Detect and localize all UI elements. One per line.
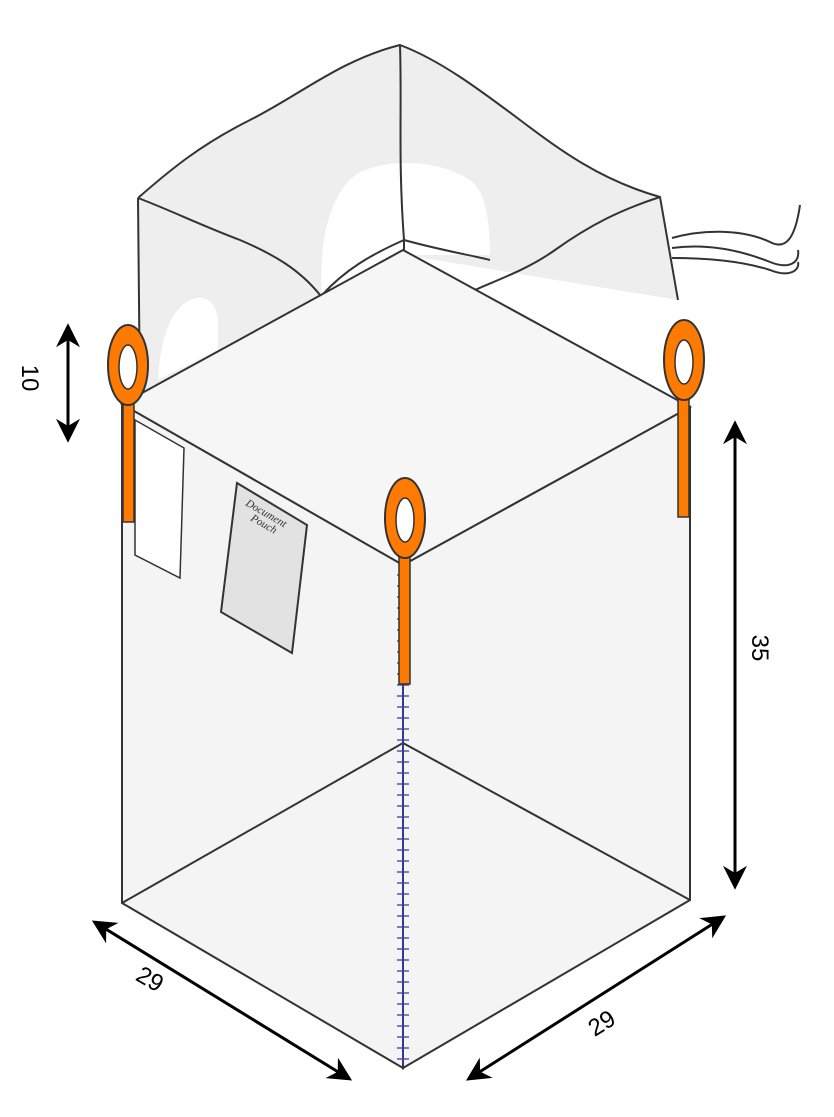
skirt-fold-center [321,44,491,296]
width-right-label: 29 [584,1005,621,1042]
top-skirt [137,43,679,406]
lifting-loop-front [384,477,426,685]
skirt-highlight [321,162,490,300]
bag-back-edge-left [121,742,404,904]
width-left-label: 29 [131,961,168,998]
bag-body [119,248,693,1070]
skirt-highlight-left [158,297,218,380]
bag-back-edge-right [402,742,691,901]
bag-top-face [119,248,693,567]
document-pouch: Document Pouch [219,481,309,655]
width-left-arrow [91,920,353,1081]
loop-height-label: 10 [16,365,43,392]
height-label: 35 [746,635,773,662]
width-right-arrow [465,915,727,1081]
lifting-loop-right [663,319,705,518]
lifting-loop-left [107,324,149,523]
tie-strings [671,204,801,275]
label-tag [134,418,185,580]
